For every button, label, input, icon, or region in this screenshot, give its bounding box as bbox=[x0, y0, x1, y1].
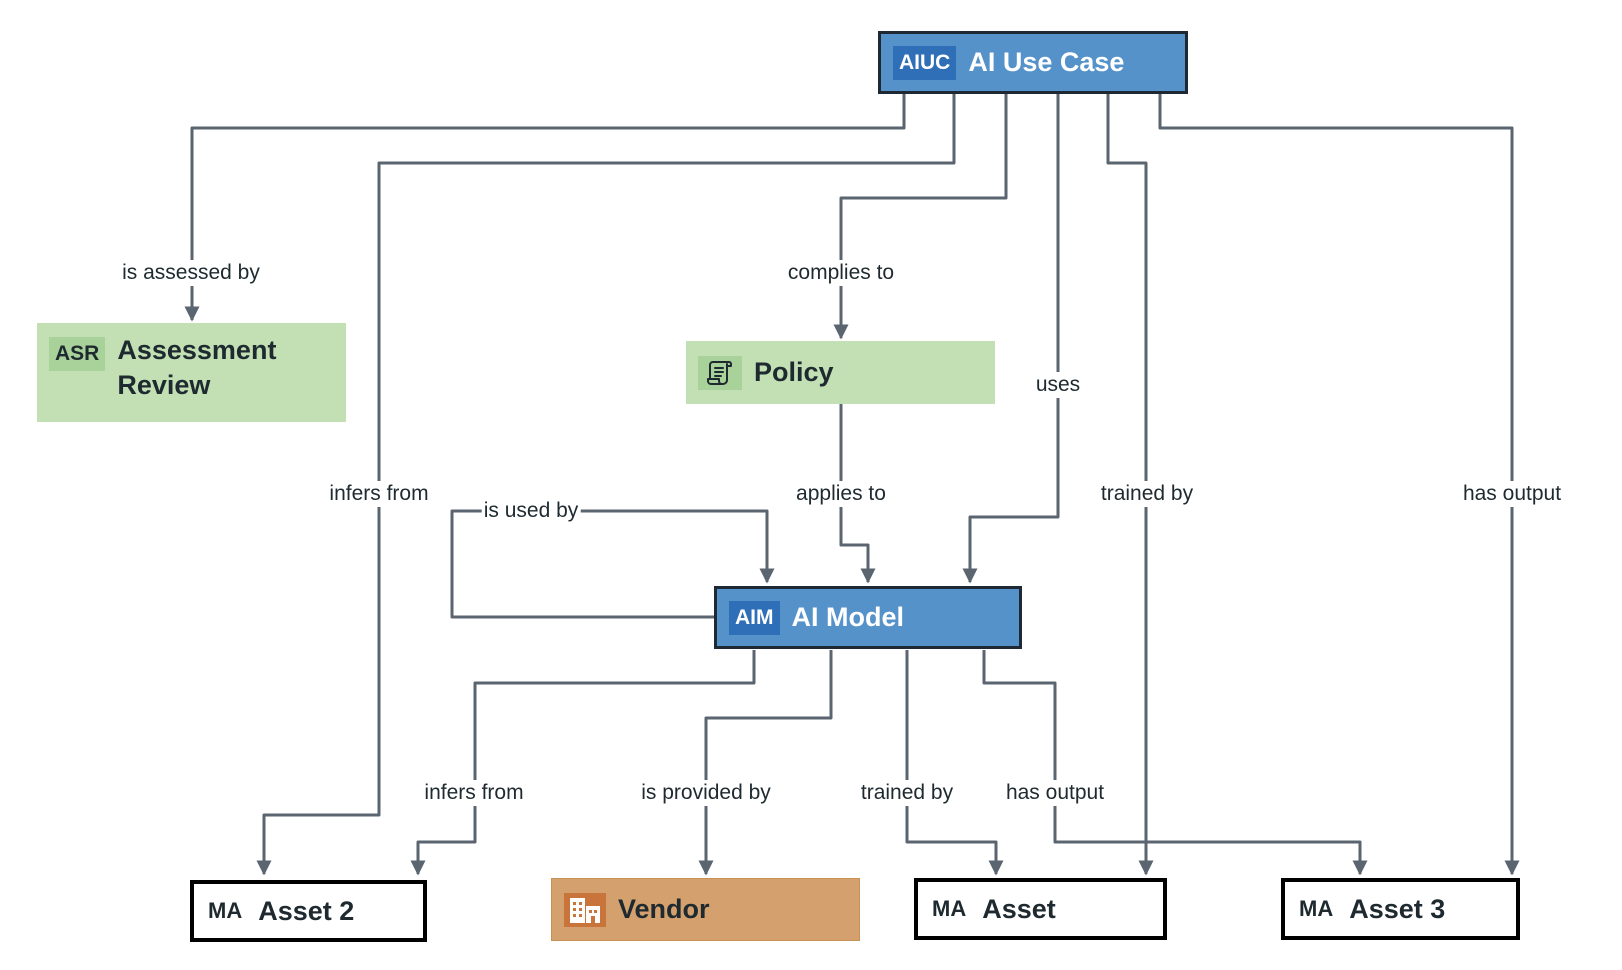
edge-aiuc-is-assessed-by bbox=[184, 94, 906, 322]
node-title-line: Review bbox=[117, 370, 211, 400]
edge-label-complies-to: complies to bbox=[785, 260, 897, 286]
node-assessment-review[interactable]: ASR Assessment Review bbox=[37, 323, 346, 422]
edge-label-is-used-by: is used by bbox=[481, 498, 581, 524]
edge-label-trained-by: trained by bbox=[1098, 481, 1196, 507]
edge-aim-has-output bbox=[982, 650, 1368, 876]
edge-aiuc-uses bbox=[962, 94, 1060, 584]
edge-label-is-assessed-by: is assessed by bbox=[120, 260, 262, 286]
edge-label-infers-from: infers from bbox=[422, 780, 526, 806]
node-asset[interactable]: MA Asset bbox=[914, 878, 1167, 940]
edge-label-trained-by: trained by bbox=[858, 780, 956, 806]
node-policy[interactable]: Policy bbox=[686, 341, 995, 404]
node-asset-2[interactable]: MA Asset 2 bbox=[190, 880, 427, 942]
node-title-line: Assessment bbox=[117, 335, 277, 365]
node-title: Policy bbox=[754, 357, 834, 387]
edge-label-infers-from: infers from bbox=[327, 481, 431, 507]
edge-aiuc-complies-to bbox=[833, 94, 1008, 340]
node-asset-3[interactable]: MA Asset 3 bbox=[1281, 878, 1520, 940]
edge-label-uses: uses bbox=[1033, 372, 1083, 398]
node-title: Asset 2 bbox=[258, 895, 355, 926]
node-badge: ASR bbox=[49, 337, 106, 371]
edge-aiuc-has-output bbox=[1158, 94, 1520, 876]
edge-label-has-output: has output bbox=[1003, 780, 1107, 806]
edge-aim-trained-by bbox=[905, 650, 1004, 876]
edge-aiuc-trained-by bbox=[1106, 94, 1154, 876]
node-badge: AIUC bbox=[893, 45, 957, 80]
edge-label-has-output: has output bbox=[1460, 481, 1564, 507]
node-title: Asset 3 bbox=[1349, 893, 1446, 924]
node-vendor[interactable]: Vendor bbox=[551, 878, 860, 941]
edge-label-applies-to: applies to bbox=[794, 481, 888, 507]
scroll-document-icon bbox=[698, 355, 742, 390]
node-badge: MA bbox=[208, 898, 243, 923]
building-icon bbox=[564, 892, 606, 927]
edge-label-is-provided-by: is provided by bbox=[639, 780, 773, 806]
node-ai-use-case[interactable]: AIUC AI Use Case bbox=[878, 31, 1188, 94]
edge-aim-infers-from bbox=[410, 650, 756, 876]
node-title: Asset bbox=[982, 893, 1056, 924]
node-title: AI Model bbox=[791, 602, 905, 632]
node-title: Vendor bbox=[618, 894, 710, 924]
node-title: AI Use Case bbox=[968, 47, 1125, 77]
node-badge: MA bbox=[1299, 896, 1334, 921]
node-title: Assessment Review bbox=[117, 333, 276, 403]
node-ai-model[interactable]: AIM AI Model bbox=[714, 586, 1022, 649]
node-badge: AIM bbox=[729, 600, 780, 635]
edge-policy-applies-to bbox=[839, 404, 876, 584]
node-badge: MA bbox=[932, 896, 967, 921]
edge-aim-is-used-by bbox=[450, 509, 775, 619]
